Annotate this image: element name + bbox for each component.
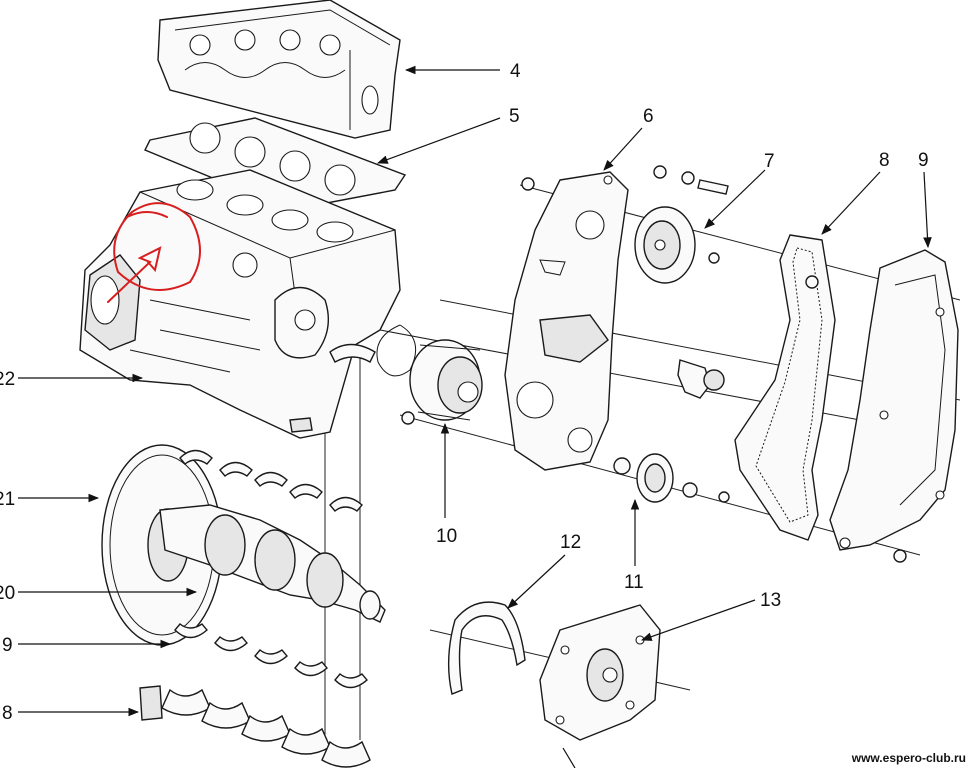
belt-tensioner (677, 359, 725, 399)
front-timing-cover (829, 249, 959, 551)
callout-labels: 4 5 6 7 8 9 10 11 12 13 22 21 20 9 8 (0, 61, 929, 724)
leader-lines (18, 65, 932, 768)
callout-13: 13 (760, 590, 781, 611)
camshaft-sprocket (634, 206, 696, 284)
callout-5: 5 (509, 106, 520, 127)
callout-22: 22 (0, 369, 15, 390)
callout-8: 8 (879, 150, 890, 171)
cylinder-head (157, 0, 401, 139)
upper-bearing-shells (179, 449, 363, 512)
timing-belt (734, 234, 836, 541)
red-arrow-mark (107, 246, 162, 303)
callout-10: 10 (436, 526, 457, 547)
seal-ring (376, 324, 417, 377)
red-circle-mark (113, 202, 201, 291)
rear-timing-cover (504, 171, 629, 471)
callout-4: 4 (510, 61, 521, 82)
callout-11: 11 (624, 572, 644, 593)
engine-block (79, 169, 401, 439)
head-gasket (144, 117, 407, 211)
mounting-hardware (401, 165, 907, 563)
crankshaft-sprocket (613, 453, 674, 503)
callout-18: 8 (2, 703, 13, 724)
callout-12: 12 (560, 532, 581, 553)
callout-6: 6 (643, 106, 654, 127)
rear-main-seal (329, 343, 376, 363)
callout-9: 9 (918, 150, 929, 171)
callout-21: 21 (0, 489, 15, 510)
lower-bearing-shells (174, 623, 368, 689)
site-watermark: www.espero-club.ru (851, 751, 966, 765)
oil-pump (539, 604, 661, 741)
water-pump (409, 339, 483, 421)
red-annotation (107, 202, 201, 303)
main-bearing-caps (139, 685, 371, 768)
callout-7: 7 (764, 151, 775, 172)
callout-20: 20 (0, 583, 15, 604)
crankshaft (159, 504, 386, 623)
callout-19: 9 (2, 635, 13, 656)
oil-pump-gasket (447, 601, 526, 695)
